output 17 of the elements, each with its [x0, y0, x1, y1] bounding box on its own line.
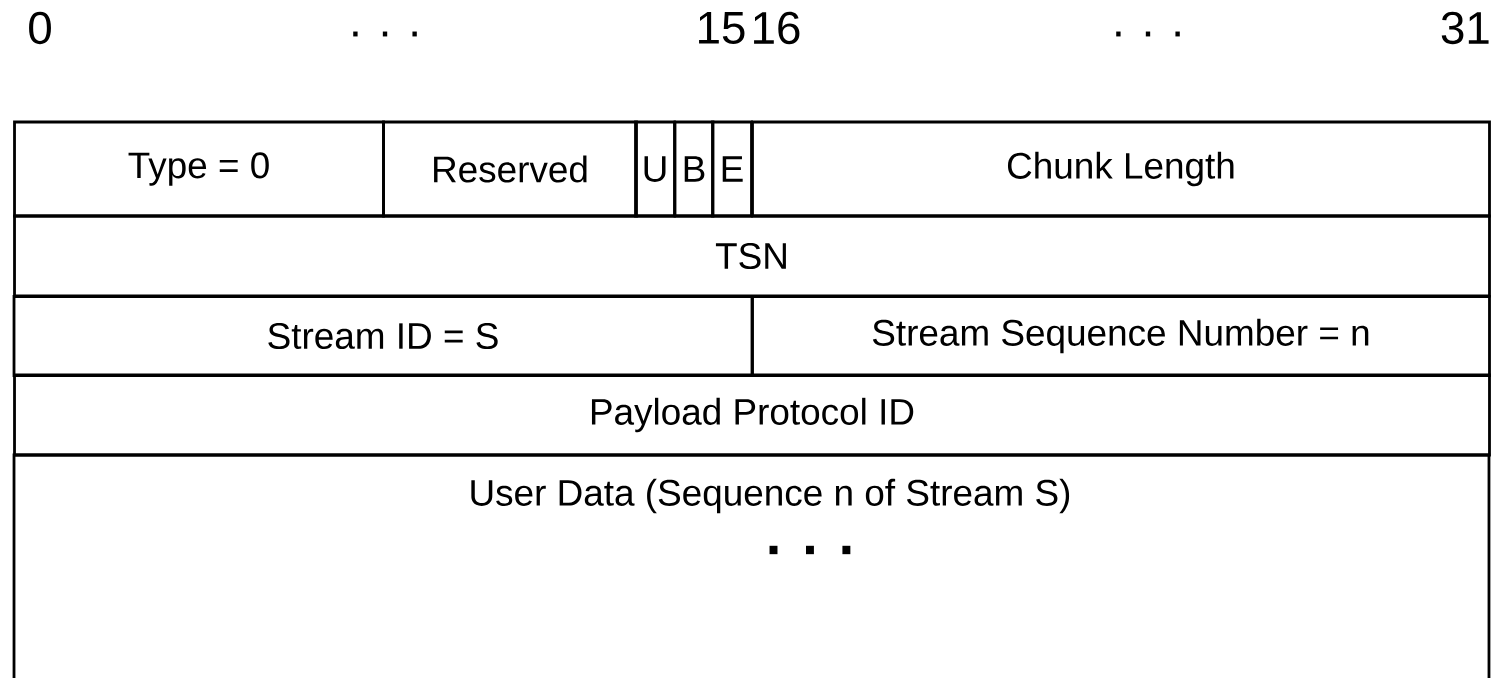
- header-field: B: [673, 120, 715, 218]
- bit-position-label: 0: [29, 11, 51, 45]
- bit-position-label: . . .: [353, 31, 417, 37]
- header-field: Payload Protocol ID: [13, 373, 1491, 457]
- data-field: User Data (Sequence n of Stream S) . . .: [12, 453, 1491, 678]
- bit-position-label: 16: [754, 11, 800, 45]
- bit-position-label: 15: [699, 12, 745, 44]
- header-field: TSN: [13, 214, 1491, 298]
- bit-position-label: . . .: [1116, 31, 1180, 37]
- header-field: U: [634, 120, 676, 218]
- bit-position-label: 31: [1441, 11, 1489, 45]
- header-field: Type = 0: [13, 120, 385, 218]
- header-field: Stream Sequence Number = n: [751, 295, 1491, 377]
- header-field: Reserved: [382, 120, 638, 218]
- header-field: Stream ID = S: [12, 295, 754, 377]
- header-field: Chunk Length: [751, 120, 1491, 218]
- header-field: E: [711, 120, 753, 218]
